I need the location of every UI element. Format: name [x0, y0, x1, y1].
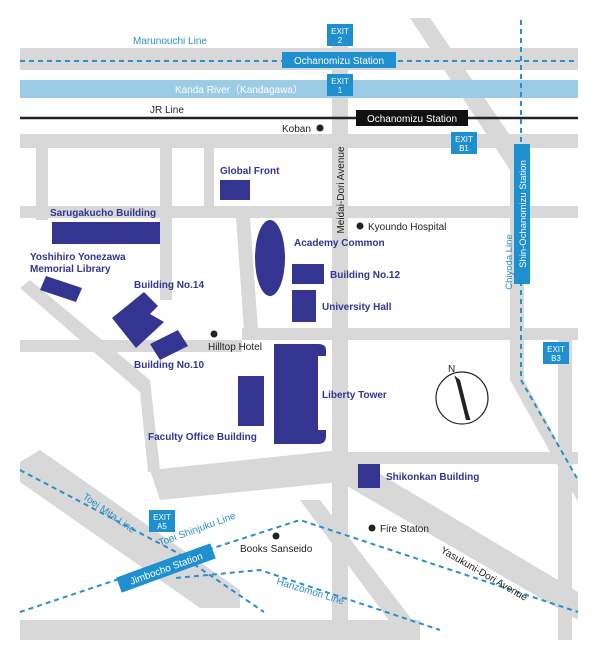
exit-1-line2: 1: [338, 86, 343, 95]
faculty-office-block[interactable]: [238, 376, 264, 426]
yonezawa-label-line1: Yoshihiro Yonezawa: [30, 252, 126, 263]
academy-common-block[interactable]: [255, 220, 285, 296]
ochanomizu-metro-station-label[interactable]: Ochanomizu Station: [294, 56, 384, 67]
exit-b3-badge[interactable]: EXIT B3: [543, 342, 569, 364]
buildings: [40, 180, 380, 488]
chiyoda-line-track-lower: [520, 379, 579, 481]
building-14-label: Building No.14: [134, 280, 204, 291]
shikonkan-block[interactable]: [358, 464, 380, 488]
exit-b1-line1: EXIT: [455, 135, 473, 144]
building-10-label: Building No.10: [134, 360, 204, 371]
global-front-label: Global Front: [220, 166, 280, 177]
road-left-v4: [236, 218, 258, 330]
kyoundo-hospital-label: Kyoundo Hospital: [368, 222, 446, 233]
compass-icon: N: [435, 364, 489, 425]
road-hilltop-left: [20, 340, 242, 352]
hilltop-hotel-dot: [210, 330, 218, 338]
hilltop-hotel-label: Hilltop Hotel: [208, 342, 262, 353]
road-left-diag: [20, 280, 160, 472]
jimbocho-station-box[interactable]: [116, 543, 216, 593]
ochanomizu-jr-station-box[interactable]: [356, 110, 468, 126]
road-horizontal-2: [20, 206, 578, 218]
toei-shinjuku-line-track: [19, 518, 579, 613]
shin-ochanomizu-station-box[interactable]: [514, 144, 530, 284]
road-horizontal-3: [242, 328, 578, 340]
sarugakucho-label: Sarugakucho Building: [50, 208, 156, 219]
building-10-block[interactable]: [150, 330, 188, 360]
exit-2-badge[interactable]: EXIT 2: [327, 24, 353, 46]
university-hall-block[interactable]: [292, 290, 316, 322]
meidai-dori-label: Meidai-Dori Avenue: [336, 146, 347, 234]
yonezawa-library-block[interactable]: [40, 276, 82, 302]
ochanomizu-metro-station-box[interactable]: [282, 52, 396, 68]
exit-1-line1: EXIT: [331, 77, 349, 86]
exit-1-badge[interactable]: EXIT 1: [327, 74, 353, 96]
hanzomon-line-track: [175, 568, 441, 631]
compass-north-label: N: [448, 364, 455, 375]
road-left-v1: [36, 148, 48, 220]
global-front-block[interactable]: [220, 180, 250, 200]
faculty-office-label: Faculty Office Building: [148, 432, 257, 443]
exit-2-line2: 2: [338, 36, 343, 45]
books-sanseido-label: Books Sanseido: [240, 544, 313, 555]
koban-label: Koban: [282, 124, 311, 135]
marunouchi-line-label: Marunouchi Line: [133, 36, 207, 47]
liberty-tower-block[interactable]: [274, 344, 326, 444]
fire-station-label: Fire Staton: [380, 524, 429, 535]
exit-b1-badge[interactable]: EXIT B1: [451, 132, 477, 154]
road-books-diag: [300, 500, 420, 630]
books-sanseido-dot: [272, 532, 280, 540]
exit-a5-line1: EXIT: [153, 513, 171, 522]
road-right-lower: [558, 340, 572, 640]
exit-a5-line2: A5: [157, 522, 167, 531]
academy-common-label: Academy Common: [294, 238, 385, 249]
toei-mita-line-track: [19, 469, 265, 613]
yonezawa-label-line2: Memorial Library: [30, 264, 111, 275]
kyoundo-hospital-dot: [356, 222, 364, 230]
road-left-v2: [160, 148, 172, 300]
exit-a5-badge[interactable]: EXIT A5: [149, 510, 175, 532]
jr-line-label: JR Line: [150, 105, 184, 116]
exit-b3-line1: EXIT: [547, 345, 565, 354]
fire-station-dot: [368, 524, 376, 532]
road-shikon: [348, 452, 578, 464]
kanda-river: [20, 80, 578, 98]
university-hall-label: University Hall: [322, 302, 392, 313]
exit-2-line1: EXIT: [331, 27, 349, 36]
shin-ochanomizu-station-label[interactable]: Shin-Ochanomizu Station: [518, 160, 529, 268]
chiyoda-line-label: Chiyoda Line: [504, 234, 515, 289]
building-14-block[interactable]: [112, 292, 164, 348]
building-12-block[interactable]: [292, 264, 324, 284]
exit-b1-line2: B1: [459, 144, 469, 153]
liberty-tower-label: Liberty Tower: [322, 390, 387, 401]
koban-dot: [316, 124, 324, 132]
road-left-v3: [204, 148, 214, 206]
building-12-label: Building No.12: [330, 270, 400, 281]
kanda-river-label: Kanda River（Kandagawa）: [175, 84, 303, 96]
shikonkan-label: Shikonkan Building: [386, 472, 479, 483]
ochanomizu-jr-station-label[interactable]: Ochanomizu Station: [367, 114, 457, 125]
road-bottom: [20, 620, 420, 640]
road-meidai: [332, 30, 348, 640]
exit-b3-line2: B3: [551, 354, 561, 363]
sarugakucho-block[interactable]: [52, 222, 160, 244]
road-horizontal-1: [20, 134, 578, 148]
